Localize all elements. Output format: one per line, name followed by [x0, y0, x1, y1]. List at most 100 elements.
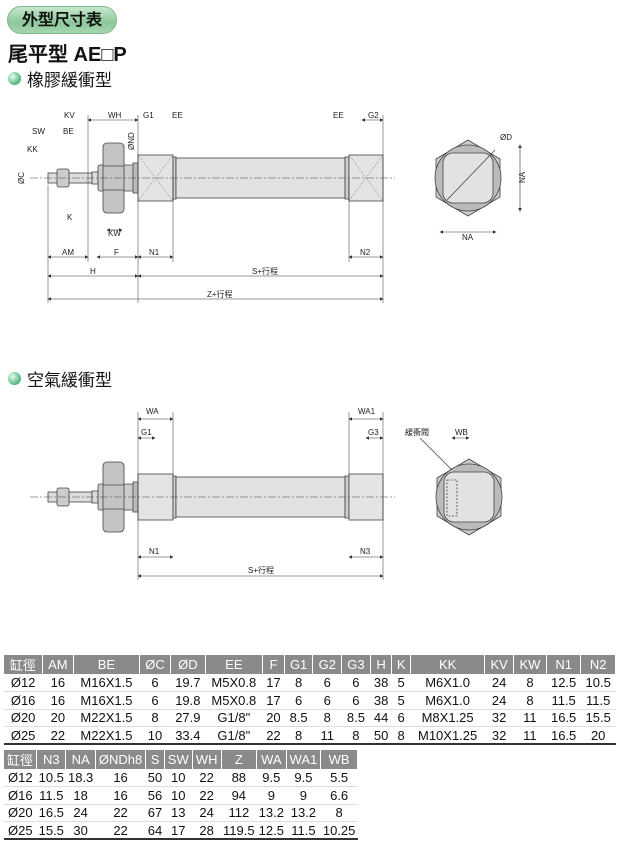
label-wb: WB: [455, 428, 468, 437]
label-s-stroke: S+行程: [248, 565, 274, 575]
column-header: H: [370, 655, 393, 674]
column-header: N1: [546, 655, 582, 674]
label-n3: N3: [360, 547, 371, 556]
cylinder-drawing-air: [29, 461, 396, 533]
table-cell: 22: [42, 726, 74, 745]
column-header: G3: [341, 655, 371, 674]
table-cell: 15.5: [580, 709, 616, 727]
table-cell: 16: [95, 769, 146, 787]
table-cell: 13: [164, 804, 193, 822]
column-header: BE: [73, 655, 140, 674]
column-header: WH: [192, 750, 222, 769]
table-cell: 16: [95, 786, 146, 805]
table-cell: 10: [139, 726, 171, 745]
table-cell: M16X1.5: [73, 674, 140, 692]
table-cell: 94: [221, 786, 257, 805]
table-cell: 112: [221, 804, 257, 822]
table-cell: 22: [262, 726, 285, 745]
table-cell: 20: [262, 709, 285, 727]
label-nd: ØND: [127, 132, 136, 150]
table-cell: Ø25: [4, 726, 43, 745]
table-cell: 18: [65, 786, 96, 805]
section-badge: 外型尺寸表: [7, 6, 117, 34]
table-cell: 17: [262, 691, 285, 710]
table-cell: 8: [513, 691, 547, 710]
table-cell: 22: [95, 821, 146, 840]
label-kw: KW: [108, 229, 121, 238]
label-na-vertical: NA: [518, 171, 527, 183]
label-f: F: [114, 248, 119, 257]
technical-drawings: KV WH G1 EE EE G2 SW BE KK ØND ØC K KW A…: [17, 111, 527, 580]
label-ee-right: EE: [333, 111, 344, 120]
column-header: NA: [65, 750, 96, 769]
table-cell: M6X1.0: [410, 691, 485, 710]
table-cell: M6X1.0: [410, 674, 485, 692]
table-cell: 9.5: [256, 769, 287, 787]
table-cell: 11.5: [286, 821, 321, 840]
table-cell: 11.5: [546, 691, 581, 710]
table-cell: Ø12: [4, 674, 43, 692]
label-wa: WA: [146, 407, 159, 416]
label-n2: N2: [360, 248, 371, 257]
table-cell: 8.5: [341, 709, 371, 727]
table-cell: M22X1.5: [73, 726, 140, 745]
table-cell: 18.3: [65, 769, 96, 787]
section-title: 空氣緩衝型: [27, 371, 112, 390]
column-header: KW: [513, 655, 547, 674]
column-header: Z: [221, 750, 258, 769]
table-cell: 8: [139, 709, 171, 727]
table-cell: 50: [145, 769, 165, 787]
table-cell: 9.5: [286, 769, 321, 787]
label-s-stroke: S+行程: [252, 266, 278, 276]
table-cell: 19.8: [170, 691, 206, 710]
end-view-hex-air: [419, 437, 503, 536]
table-cell: 20: [580, 726, 616, 745]
table-cell: G1/8": [205, 709, 263, 727]
table-cell: 8: [391, 726, 411, 745]
table-cell: 22: [192, 769, 221, 787]
table-cell: 16.5: [36, 804, 66, 822]
column-header: WA: [256, 750, 287, 769]
label-g1: G1: [143, 111, 154, 120]
table-cell: 17: [262, 674, 285, 692]
table-cell: 13.2: [286, 804, 321, 822]
label-ee: EE: [172, 111, 183, 120]
bullet-icon: [8, 372, 21, 385]
table-cell: Ø20: [4, 709, 43, 727]
label-n1: N1: [149, 248, 160, 257]
table-cell: 11: [513, 726, 547, 745]
column-header: G2: [312, 655, 343, 674]
table-cell: Ø16: [4, 691, 43, 710]
column-header: WA1: [286, 750, 322, 769]
table-cell: M16X1.5: [73, 691, 140, 710]
table-cell: 22: [95, 804, 146, 822]
table-cell: 24: [192, 804, 221, 822]
table-cell: 13.2: [256, 804, 287, 822]
table-cell: 12.5: [546, 674, 581, 692]
section-air-cushion: 空氣緩衝型: [8, 366, 112, 391]
table-cell: 16.5: [546, 726, 581, 745]
table-cell: 10: [164, 769, 193, 787]
label-d: ØD: [500, 133, 512, 142]
table-cell: 5.5: [320, 769, 358, 787]
label-na-horizontal: NA: [462, 233, 474, 242]
table-cell: 8: [513, 674, 547, 692]
table-cell: 38: [370, 691, 392, 710]
table-cell: 10.25: [320, 821, 358, 840]
table-cell: 11: [312, 726, 342, 745]
section-title: 橡膠緩衝型: [27, 71, 112, 90]
label-g3: G3: [368, 428, 379, 437]
column-header: ØC: [139, 655, 172, 674]
table-cell: 33.4: [170, 726, 206, 745]
table-cell: 32: [484, 709, 514, 727]
table-cell: 15.5: [36, 821, 66, 840]
table-cell: 6.6: [320, 786, 358, 805]
column-header: AM: [42, 655, 74, 674]
table-cell: 6: [284, 691, 313, 710]
